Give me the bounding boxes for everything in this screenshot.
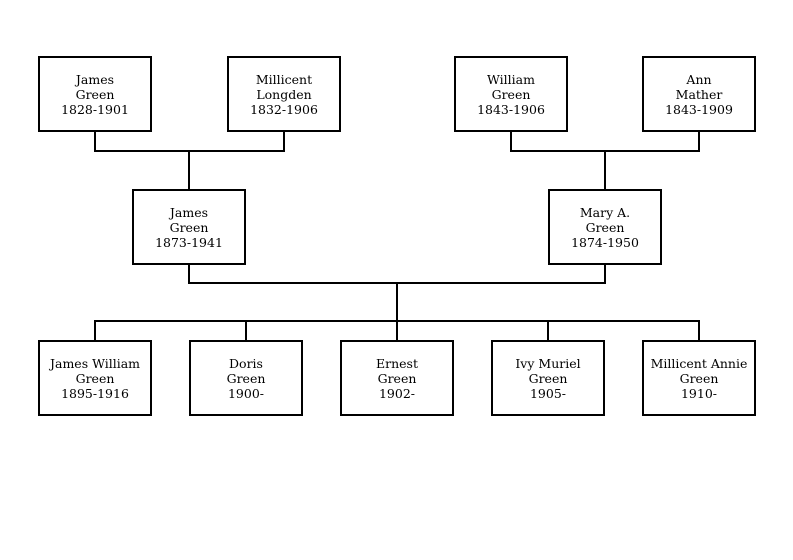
first-name: Millicent Annie xyxy=(650,355,748,371)
life-years: 1843-1909 xyxy=(665,101,733,117)
life-years: 1874-1950 xyxy=(571,234,639,250)
last-name: Green xyxy=(377,370,417,386)
last-name: Green xyxy=(679,370,719,386)
first-name: James xyxy=(75,71,115,87)
last-name: Green xyxy=(528,370,568,386)
first-name: James William xyxy=(49,355,141,371)
person-ivy-muriel-green[interactable]: Ivy Muriel Green 1905- xyxy=(491,340,605,416)
life-years: 1873-1941 xyxy=(155,234,223,250)
connector-children xyxy=(94,320,700,340)
last-name: Mather xyxy=(675,86,723,102)
person-james-william-green[interactable]: James William Green 1895-1916 xyxy=(38,340,152,416)
last-name: Green xyxy=(491,86,531,102)
last-name: Longden xyxy=(256,86,312,102)
life-years: 1828-1901 xyxy=(61,101,129,117)
first-name: Ernest xyxy=(376,355,418,371)
life-years: 1895-1916 xyxy=(61,385,129,401)
person-millicent-annie-green[interactable]: Millicent Annie Green 1910- xyxy=(642,340,756,416)
connector-parents xyxy=(188,265,606,321)
person-james-green-1873[interactable]: James Green 1873-1941 xyxy=(132,189,246,265)
connector-paternal-grandparents xyxy=(94,132,285,189)
life-years: 1910- xyxy=(680,385,718,401)
first-name: Ivy Muriel xyxy=(515,355,581,371)
last-name: Green xyxy=(585,219,625,235)
first-name: James xyxy=(169,204,209,220)
first-name: Ann xyxy=(686,71,712,87)
first-name: William xyxy=(487,71,535,87)
last-name: Green xyxy=(75,370,115,386)
life-years: 1905- xyxy=(529,385,567,401)
life-years: 1843-1906 xyxy=(477,101,545,117)
life-years: 1832-1906 xyxy=(250,101,318,117)
person-millicent-longden[interactable]: Millicent Longden 1832-1906 xyxy=(227,56,341,132)
last-name: Green xyxy=(75,86,115,102)
last-name: Green xyxy=(226,370,266,386)
person-mary-a-green[interactable]: Mary A. Green 1874-1950 xyxy=(548,189,662,265)
person-william-green[interactable]: William Green 1843-1906 xyxy=(454,56,568,132)
life-years: 1900- xyxy=(227,385,265,401)
life-years: 1902- xyxy=(378,385,416,401)
connector-maternal-grandparents xyxy=(510,132,700,189)
first-name: Millicent xyxy=(255,71,313,87)
person-ernest-green[interactable]: Ernest Green 1902- xyxy=(340,340,454,416)
person-doris-green[interactable]: Doris Green 1900- xyxy=(189,340,303,416)
first-name: Doris xyxy=(229,355,263,371)
person-ann-mather[interactable]: Ann Mather 1843-1909 xyxy=(642,56,756,132)
first-name: Mary A. xyxy=(579,204,631,220)
last-name: Green xyxy=(169,219,209,235)
person-james-green-1828[interactable]: James Green 1828-1901 xyxy=(38,56,152,132)
